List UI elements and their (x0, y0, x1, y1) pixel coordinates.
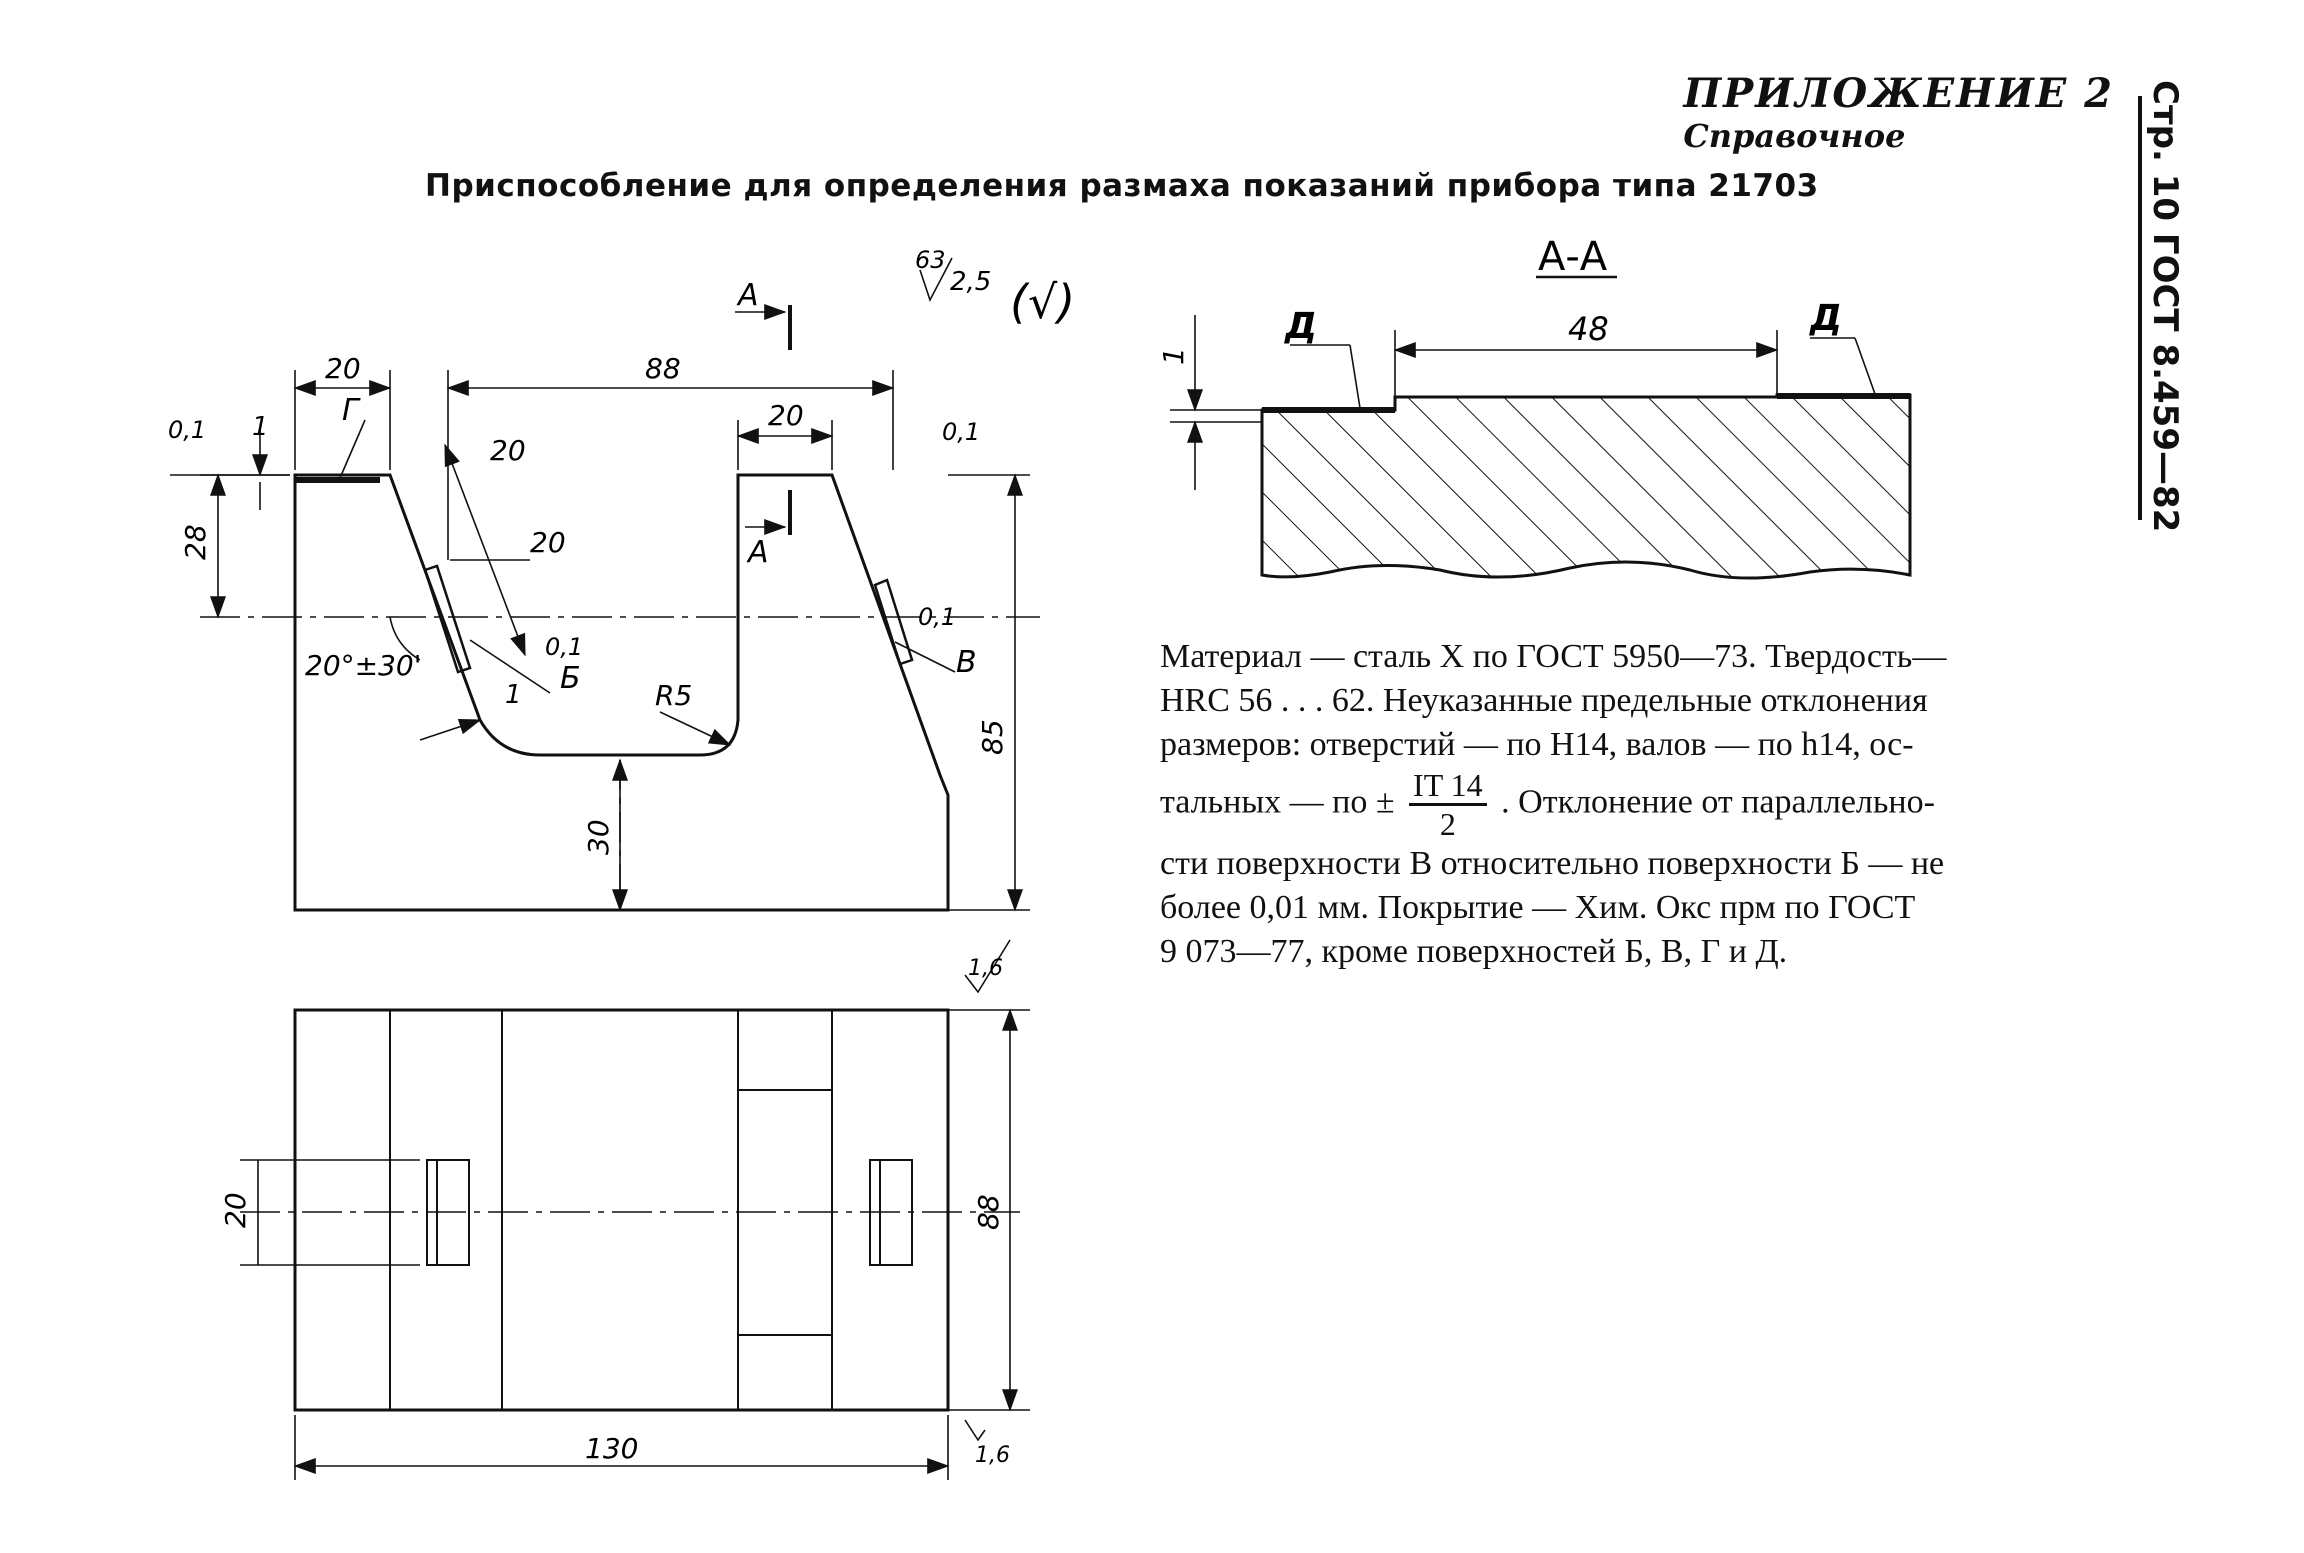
appendix-type: Справочное (1683, 117, 1906, 155)
surface-v-label: В (956, 645, 977, 680)
dim-01-left: 0,1 (168, 416, 206, 444)
dim-1: 1 (252, 412, 269, 442)
dim-20-mid: 20 (768, 399, 804, 432)
dim-20-slant-b: 20 (530, 526, 566, 559)
dim-88-top: 88 (645, 352, 681, 385)
section-mark-bottom: А (746, 535, 769, 570)
fraction-numerator: IT 14 (1409, 767, 1487, 806)
note-line-fraction: тальных — по ± IT 14 2 . Отклонение от п… (1160, 767, 2115, 842)
roughness-25: 2,5 (950, 267, 991, 297)
note-line: 9 073—77, кроме поверхностей Б, В, Г и Д… (1160, 933, 1788, 970)
note-line: Материал — сталь Х по ГОСТ 5950—73. Твер… (1160, 638, 1947, 675)
dim-01-v: 0,1 (918, 603, 956, 631)
dim-20-left: 20 (325, 352, 361, 385)
r5-label: R5 (655, 679, 692, 712)
surface-g-label: Г (342, 393, 361, 428)
section-view (1170, 275, 1912, 580)
note-line: размеров: отверстий — по Н14, валов — по… (1160, 726, 1914, 763)
roughness-63: 63 (915, 246, 946, 274)
angle-label: 20°±30' (305, 649, 421, 682)
note-line: более 0,01 мм. Покрытие — Хим. Окс прм п… (1160, 889, 1916, 926)
side-rule (2138, 96, 2142, 520)
section-title: А-А (1538, 234, 1608, 280)
plan-view-dimensions (240, 939, 1030, 1480)
front-view (293, 473, 950, 912)
dim-20-slant-a: 20 (490, 434, 526, 467)
section-mark-top: А (736, 278, 759, 313)
note-line: HRC 56 . . . 62. Неуказанные предельные … (1160, 682, 1928, 719)
surface-d-left: Д (1284, 306, 1317, 347)
appendix-number: ПРИЛОЖЕНИЕ 2 (1683, 70, 2114, 117)
note-text: тальных — по ± (1160, 783, 1395, 821)
dim-28: 28 (179, 524, 212, 560)
dim-16-bottom: 1,6 (975, 1443, 1010, 1468)
plan-view (293, 1008, 950, 1412)
fraction-denominator: 2 (1439, 806, 1456, 842)
dim-01-b: 0,1 (545, 633, 583, 661)
note-line: сти поверхности В относительно поверхнос… (1160, 845, 1945, 882)
page-title: Приспособление для определения размаха п… (425, 168, 1819, 204)
dim-30: 30 (582, 819, 615, 855)
dim-130: 130 (585, 1432, 638, 1465)
dim-1-section: 1 (1157, 347, 1190, 365)
dim-88-plan: 88 (972, 1194, 1005, 1230)
front-view-dimensions (170, 370, 1040, 912)
technical-notes: Материал — сталь Х по ГОСТ 5950—73. Твер… (1160, 635, 2115, 974)
dim-1-small: 1 (505, 680, 522, 710)
tolerance-fraction: IT 14 2 (1409, 767, 1487, 842)
dim-20-plan: 20 (219, 1192, 252, 1228)
dim-01-right: 0,1 (942, 418, 980, 446)
surface-b-label: Б (560, 661, 581, 696)
dim-85: 85 (976, 719, 1009, 755)
appendix-header: ПРИЛОЖЕНИЕ 2 Справочное (1683, 70, 2114, 155)
note-text: . Отклонение от параллельно- (1501, 783, 1935, 821)
dim-16-top: 1,6 (968, 956, 1003, 981)
surface-d-right: Д (1809, 298, 1842, 339)
roughness-bracket-icon: (√) (1010, 275, 1075, 329)
dim-48: 48 (1568, 310, 1609, 348)
